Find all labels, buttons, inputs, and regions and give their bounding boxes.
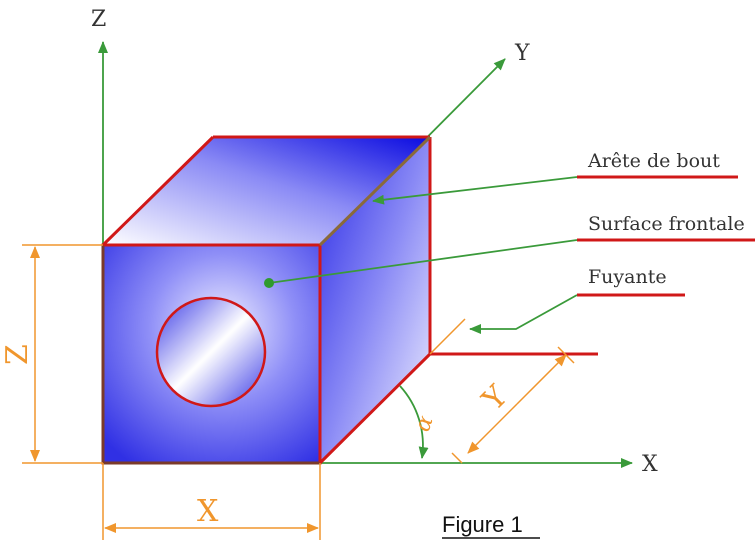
angle-alpha-label: α <box>410 412 439 435</box>
figure-caption: Figure 1 <box>442 512 540 539</box>
caption-text: Figure 1 <box>442 512 523 537</box>
y-extension-back <box>429 318 466 355</box>
y-axis-label: Y <box>514 41 530 66</box>
callout-leader-arete-de-bout <box>372 176 578 205</box>
z-dimension-label: Z <box>0 344 35 365</box>
bottom-right-receding-edge <box>318 352 432 465</box>
y-dimension-arrow-up <box>516 354 567 405</box>
callout-label-surface-frontale: Surface frontale <box>588 213 745 235</box>
top-left-receding-edge <box>101 135 215 247</box>
y-dimension-arrow-down <box>467 403 518 454</box>
z-axis-label: Z <box>91 7 106 32</box>
callout-label-arete-de-bout: Arête de bout <box>587 150 720 172</box>
x-dimension-label: X <box>197 494 219 529</box>
callout-leader-fuyante <box>469 294 578 334</box>
angle-alpha: α <box>399 385 439 459</box>
angle-arc <box>399 385 429 459</box>
y-tick-top <box>557 346 575 364</box>
callout-label-fuyante: Fuyante <box>588 266 667 288</box>
x-axis-label: X <box>642 452 658 477</box>
arete-de-bout-edge <box>318 135 432 247</box>
surface-frontale-dot <box>264 278 274 288</box>
callout-arete-de-bout: Arête de bout <box>372 150 738 205</box>
cube-top-face <box>103 137 430 245</box>
dimension-x: X <box>102 463 321 540</box>
y-tick-bottom <box>451 452 463 464</box>
callout-surface-frontale: Surface frontale <box>264 213 755 288</box>
front-circle <box>155 296 267 408</box>
callout-leader-surface-frontale <box>268 239 578 284</box>
cube <box>101 135 432 465</box>
callout-fuyante: Fuyante <box>469 266 685 334</box>
dimension-z: Z <box>0 244 103 464</box>
